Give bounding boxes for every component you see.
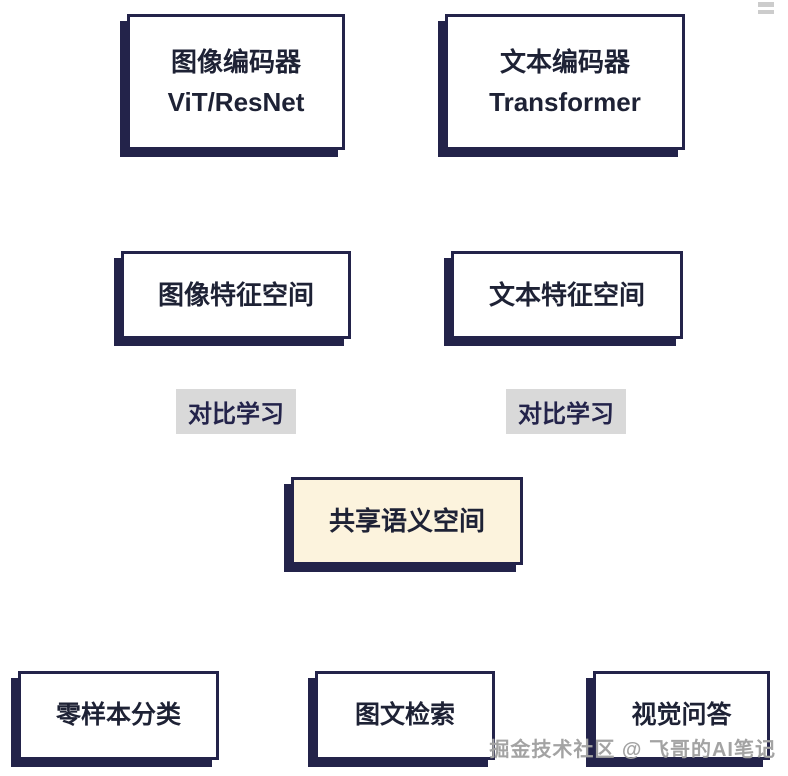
text-encoder-subtitle: Transformer (489, 87, 641, 117)
image-text-retrieval-label: 图文检索 (354, 701, 455, 730)
visual-question-answering-label: 视觉问答 (631, 701, 732, 730)
image-encoder-subtitle: ViT/ResNet (167, 87, 305, 117)
image-encoder-title: 图像编码器 (170, 46, 301, 77)
watermark-text: 掘金技术社区 @ 飞哥的AI笔记 (489, 739, 776, 761)
image-text-retrieval-box: 图文检索 (315, 671, 495, 760)
shared-semantic-space-label: 共享语义空间 (328, 505, 485, 536)
shared-semantic-space-box: 共享语义空间 (291, 477, 523, 565)
image-feature-space-box: 图像特征空间 (121, 251, 351, 339)
contrastive-learning-tag-right: 对比学习 (506, 389, 626, 434)
zero-shot-classification-label: 零样本分类 (55, 701, 181, 730)
text-feature-space-box: 文本特征空间 (451, 251, 683, 339)
zero-shot-classification-box: 零样本分类 (18, 671, 219, 760)
text-encoder-title: 文本编码器 (499, 46, 630, 77)
contrastive-learning-tag-left: 对比学习 (176, 389, 296, 434)
image-encoder-box: 图像编码器 ViT/ResNet (127, 14, 345, 150)
corner-watermark-fragment (756, 0, 778, 16)
text-feature-space-label: 文本特征空间 (488, 279, 645, 310)
text-encoder-box: 文本编码器 Transformer (445, 14, 685, 150)
image-feature-space-label: 图像特征空间 (157, 279, 314, 310)
visual-question-answering-box: 视觉问答 (593, 671, 770, 760)
